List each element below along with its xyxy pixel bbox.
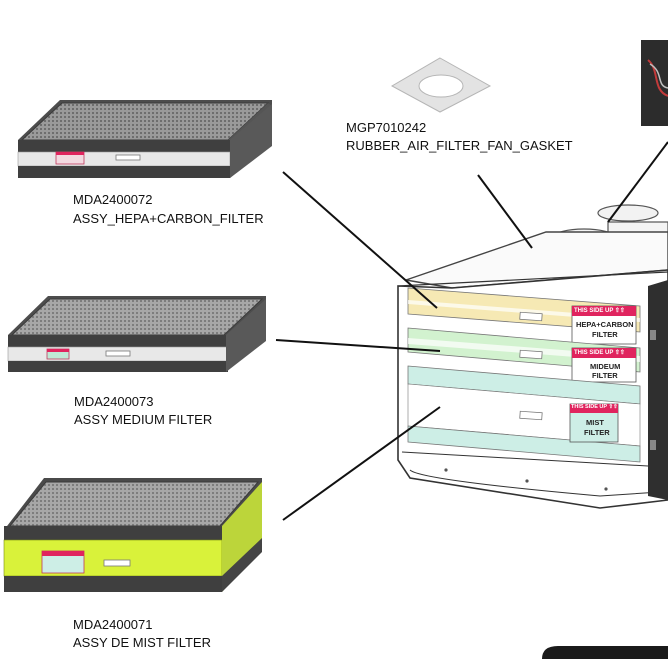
mist-band-label-line1: MIST [586,418,604,427]
mist-band-label-line2: FILTER [584,428,610,437]
cabinet-unit [397,204,668,509]
fan-gasket-image [390,57,492,113]
corner-bar [542,646,668,659]
hepa-carbon-part-code: MDA2400072 [73,192,153,207]
gasket-part-name: RUBBER_AIR_FILTER_FAN_GASKET [346,138,573,153]
mist-band-up-text: THIS SIDE UP ⇧⇧ [571,404,618,410]
medium-band-up-text: THIS SIDE UP ⇧⇧ [574,350,625,356]
hepa-band-tag [571,305,637,345]
de-mist-part-name: ASSY DE MIST FILTER [73,635,211,650]
medium-band-tag [571,347,637,383]
leader-line-gasket [477,174,533,249]
hepa-carbon-part-name: ASSY_HEPA+CARBON_FILTER [73,211,264,226]
leader-line-medium [275,339,441,352]
medium-band-label-line2: FILTER [592,371,618,380]
gasket-part-code: MGP7010242 [346,120,427,135]
medium-part-name: ASSY MEDIUM FILTER [74,412,213,427]
hepa-band-label-line1: HEPA+CARBON [576,320,634,329]
leader-line-photo [607,141,668,223]
mist-band-tag [569,403,619,443]
fan-wiring-photo [641,40,668,126]
hepa-carbon-filter-image [17,100,272,178]
medium-band-label-line1: MIDEUM [590,362,621,371]
de-mist-filter-image [3,478,262,592]
hepa-band-label-line2: FILTER [592,330,618,339]
leader-line-mist [282,406,441,521]
medium-filter-image [7,296,266,372]
de-mist-part-code: MDA2400071 [73,617,153,632]
medium-part-code: MDA2400073 [74,394,154,409]
leader-line-hepa [282,171,438,309]
hepa-band-up-text: THIS SIDE UP ⇧⇧ [574,308,625,314]
